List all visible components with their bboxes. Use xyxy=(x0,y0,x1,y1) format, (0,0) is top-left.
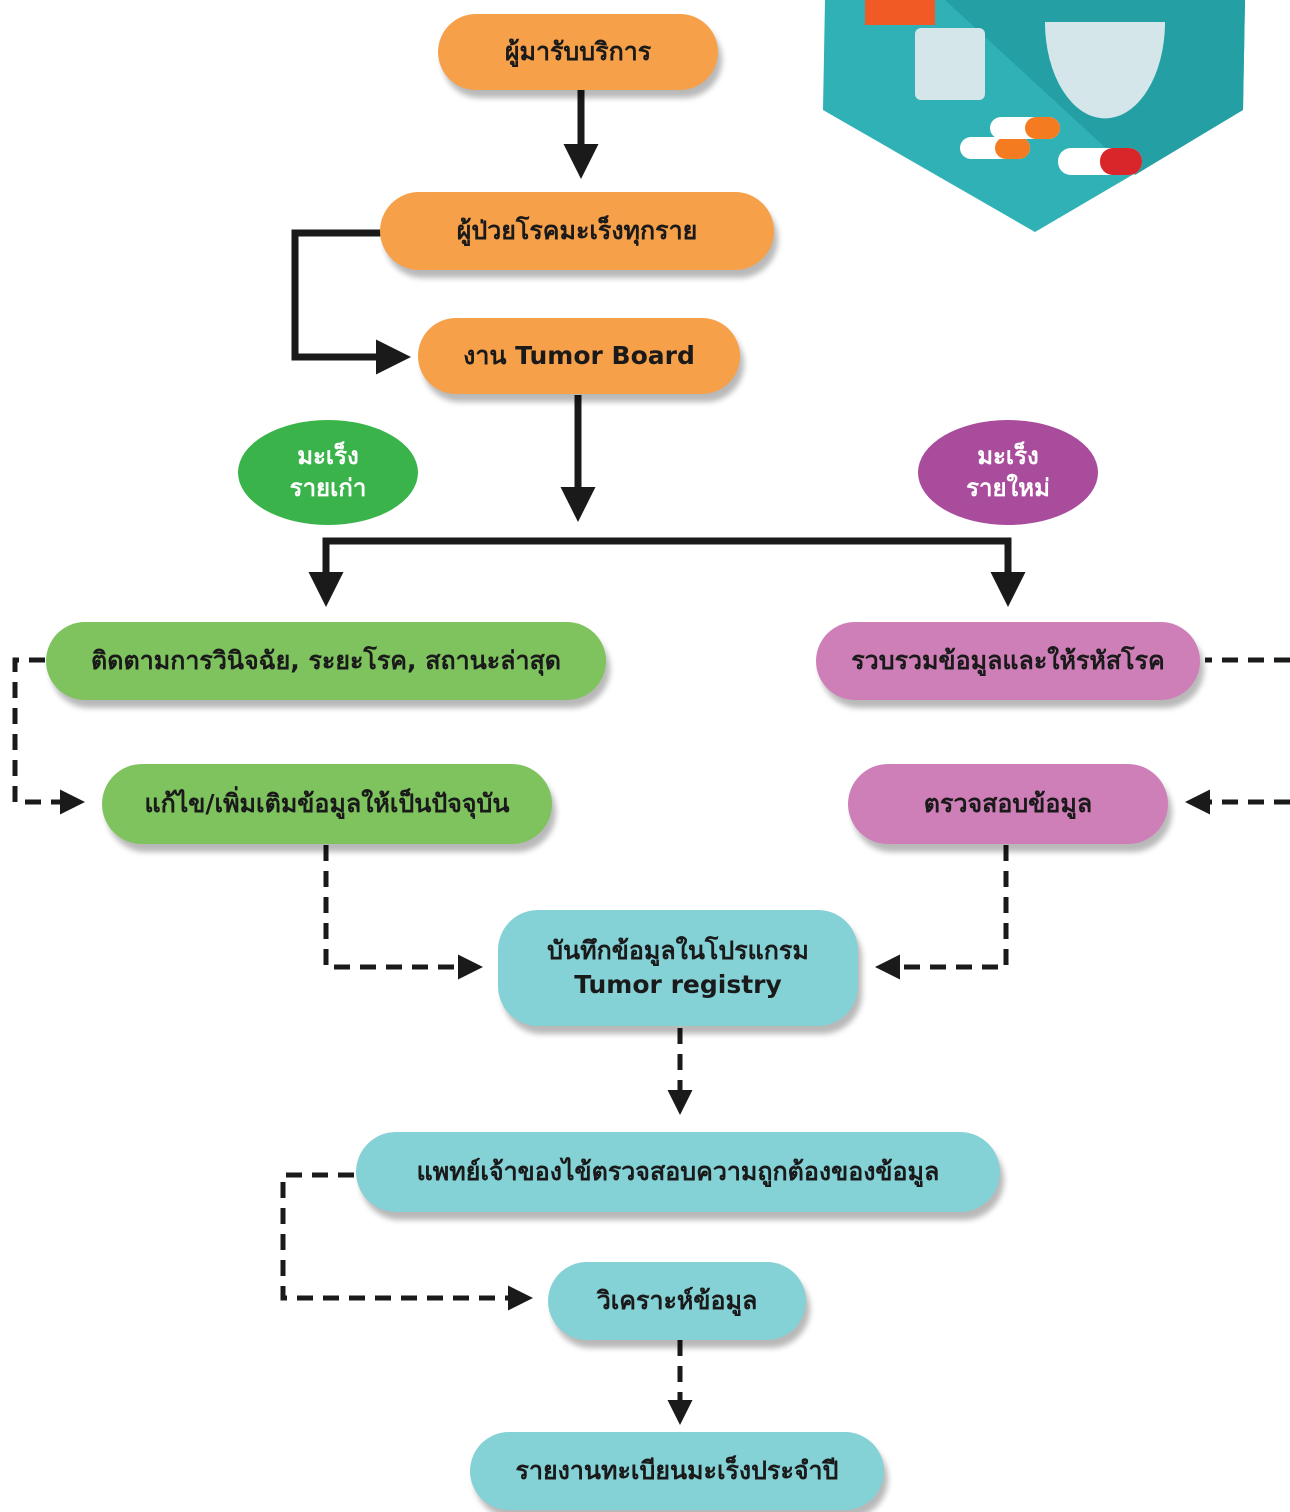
node-all-cancer-patients: ผู้ป่วยโรคมะเร็งทุกราย xyxy=(380,192,774,270)
node-tumor-board: งาน Tumor Board xyxy=(418,318,740,394)
arrow-patients-to-tumor-board xyxy=(291,229,411,375)
node-analyze: วิเคราะห์ข้อมูล xyxy=(548,1262,806,1340)
node-record-program: บันทึกข้อมูลในโปรแกรม Tumor registry xyxy=(498,910,858,1026)
arrow-physician-to-analyze xyxy=(280,1172,533,1311)
arrow-split-bar xyxy=(322,537,1012,600)
node-annual-report: รายงานทะเบียนมะเร็งประจำปี xyxy=(470,1432,884,1510)
node-service-users: ผู้มารับบริการ xyxy=(438,14,718,90)
node-follow-up: ติดตามการวินิจฉัย, ระยะโรค, สถานะล่าสุด xyxy=(46,622,606,700)
node-verify-data: ตรวจสอบข้อมูล xyxy=(848,764,1168,844)
label-new-cancer: มะเร็ง รายใหม่ xyxy=(918,420,1098,525)
node-update-data: แก้ไข/เพิ่มเติมข้อมูลให้เป็นปัจจุบัน xyxy=(102,764,552,844)
arrow-verify-to-record xyxy=(875,845,1009,980)
node-collect-code: รวบรวมข้อมูลและให้รหัสโรค xyxy=(816,622,1200,700)
label-old-cancer: มะเร็ง รายเก่า xyxy=(238,420,418,525)
arrow-follow-to-update xyxy=(12,657,85,815)
arrow-update-to-record xyxy=(323,845,483,980)
medicine-badge-icon xyxy=(823,0,1245,232)
node-physician-check: แพทย์เจ้าของไข้ตรวจสอบความถูกต้องของข้อม… xyxy=(356,1132,1000,1212)
